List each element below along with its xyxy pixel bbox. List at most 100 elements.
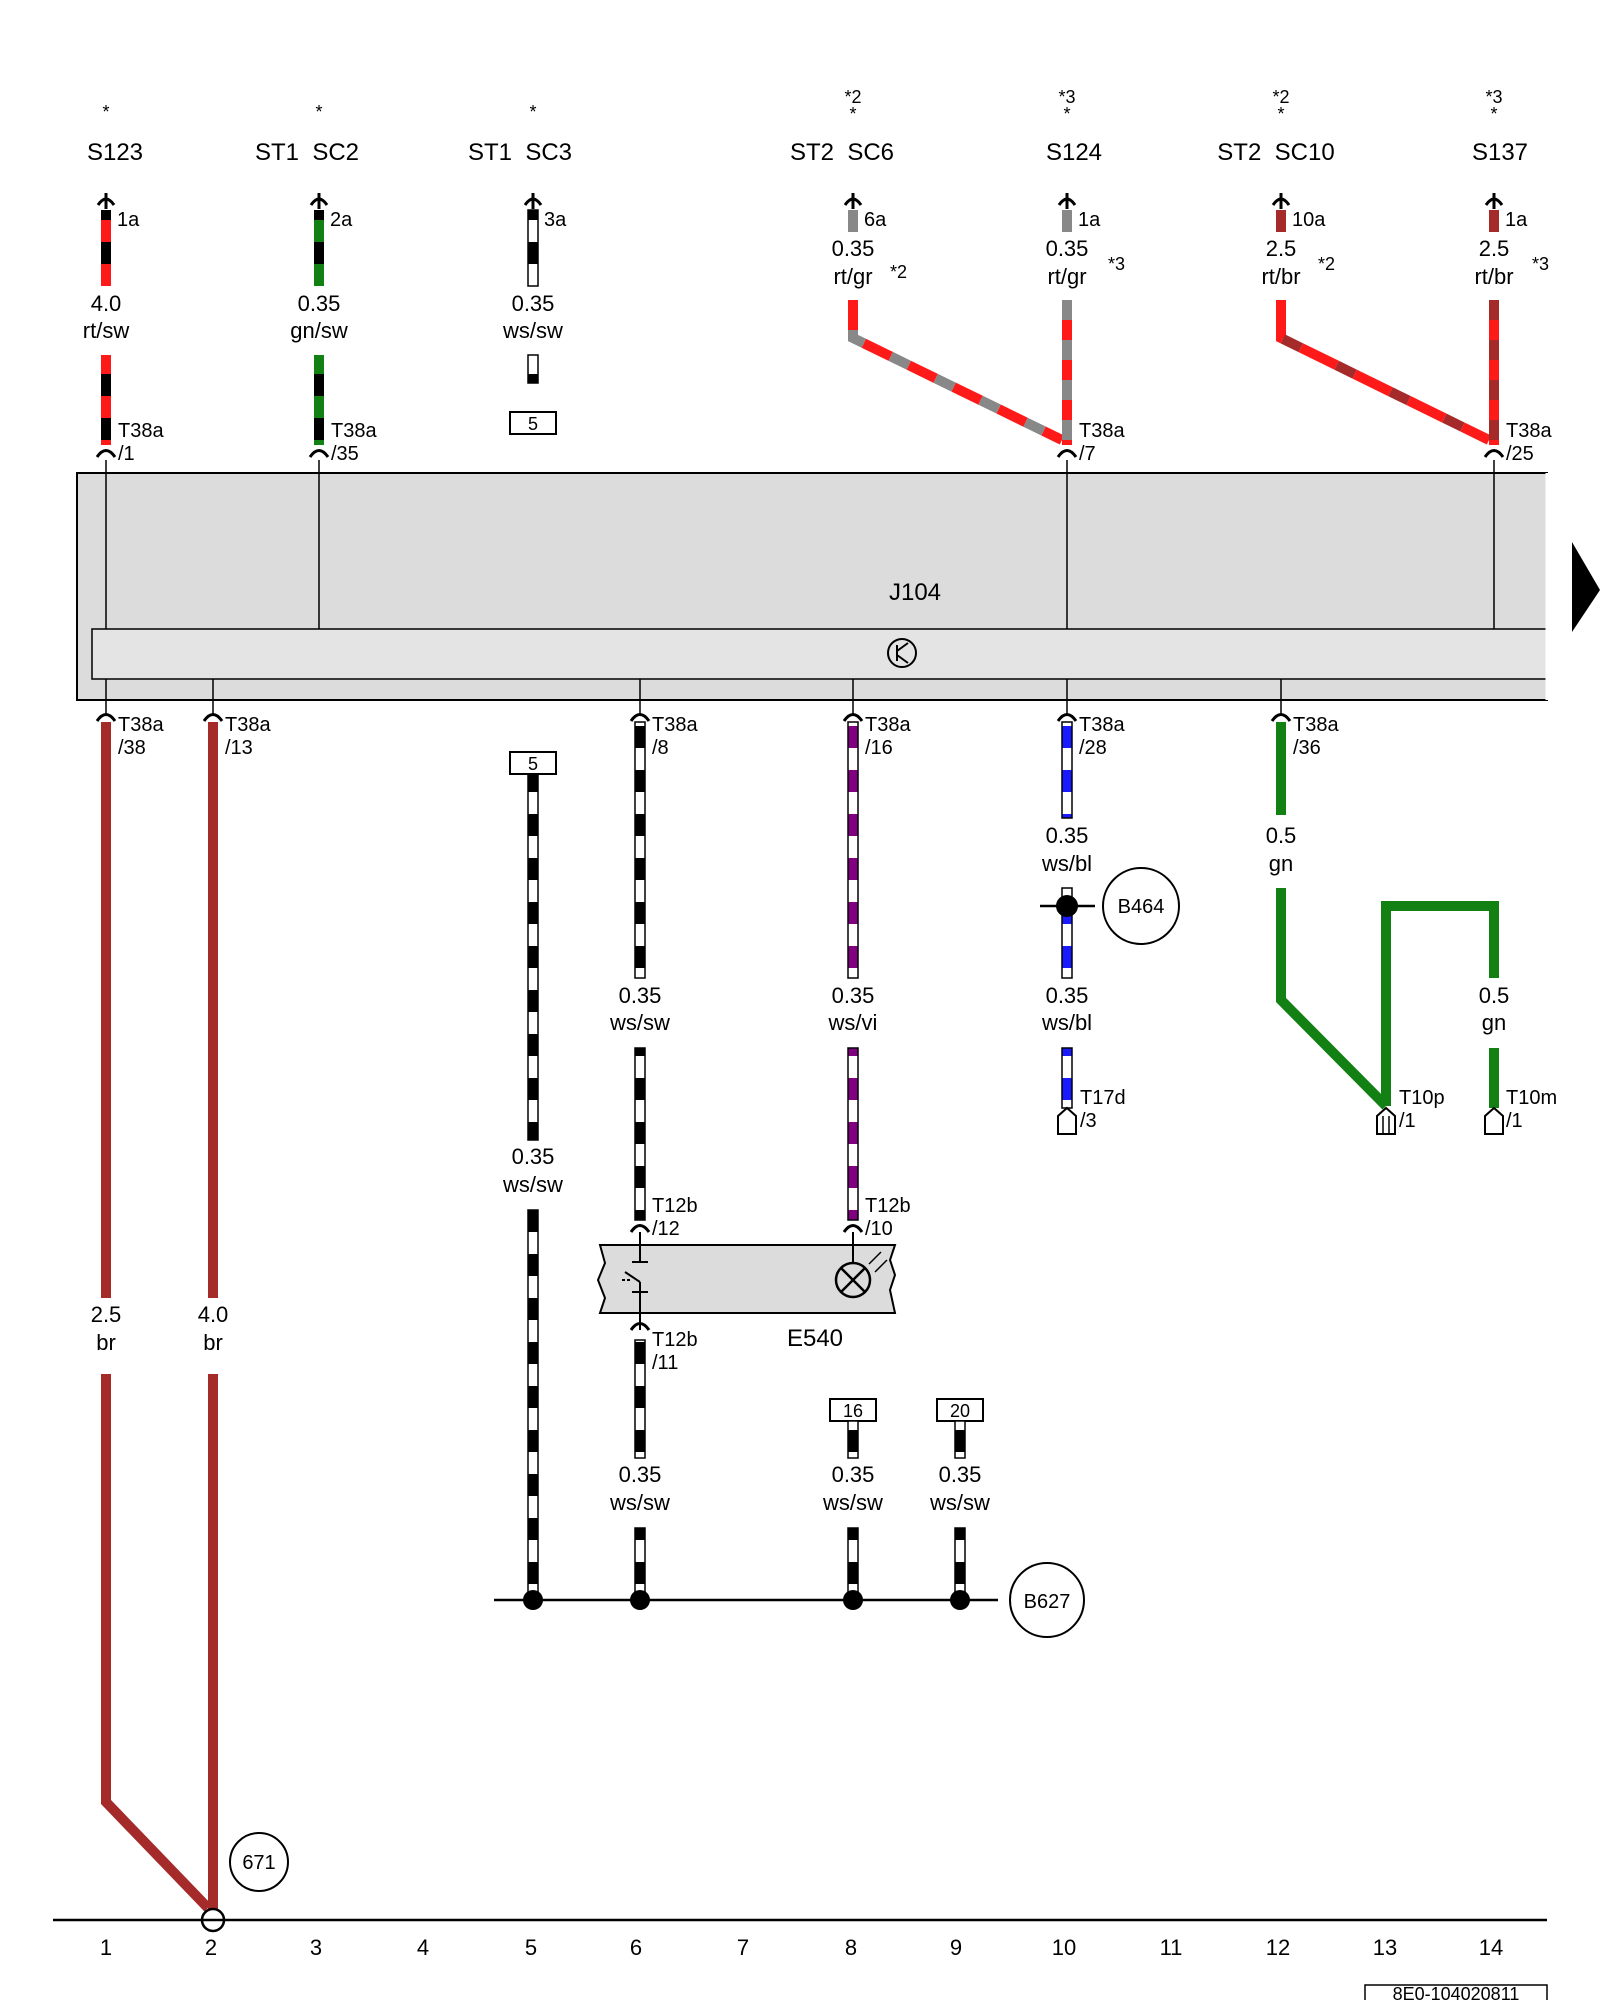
fuse-id: ST1 SC2 (255, 139, 359, 166)
wire-color: ws/sw (822, 1490, 883, 1515)
fuse-pin: 10a (1292, 209, 1326, 231)
connector-icon (308, 449, 330, 458)
wire-color: rt/br (1474, 264, 1513, 289)
ws-vi-column-8: 0.35 ws/vi (828, 721, 877, 1221)
wire-size: 0.35 (1046, 823, 1089, 848)
wire-gn (1276, 888, 1390, 1110)
connector-label: T38a (1293, 714, 1339, 736)
connector-pin: /11 (652, 1352, 678, 1374)
track-number: 2 (205, 1935, 217, 1960)
fuse-pin: 2a (330, 209, 353, 231)
connector-label: T38a (1079, 420, 1125, 442)
track-number: 6 (630, 1935, 642, 1960)
switch-label: E540 (787, 1325, 843, 1352)
connector-icon (842, 713, 864, 722)
wire-color: gn/sw (290, 318, 348, 343)
wire-size: 0.35 (832, 1462, 875, 1487)
connector-label: T10p (1399, 1087, 1445, 1109)
fuse-id: S124 (1046, 139, 1102, 166)
connector-icon (842, 1224, 864, 1233)
connector-pin: /38 (118, 737, 146, 759)
fuse-holder-icon (523, 193, 543, 209)
wire-gn (1381, 901, 1499, 1106)
connector-pin: /7 (1079, 443, 1096, 465)
ref-box (509, 411, 557, 435)
wire-gn-sw (314, 355, 324, 445)
wire-br-38 (101, 722, 212, 1912)
connector-icon (95, 449, 117, 458)
wire-color: rt/gr (833, 264, 872, 289)
wire-rt-br-sc10 (1276, 300, 1492, 445)
fuse-id: ST2 SC10 (1217, 139, 1334, 166)
connector-label: T38a (331, 420, 377, 442)
fuse-labels: * S123 * ST1 SC2 * ST1 SC3 *2 * ST2 SC6 … (87, 87, 1528, 166)
fuse-mark-top: *3 (1058, 87, 1075, 107)
switch-body (596, 1244, 897, 1314)
connector-icon (629, 1322, 651, 1331)
track-number: 12 (1266, 1935, 1290, 1960)
bottom-connectors: T38a /38 T38a /13 T38a /8 T38a /16 T38a … (95, 713, 1339, 759)
ground-ref-label: 671 (242, 1852, 275, 1874)
wire-ws-sw (634, 721, 646, 979)
wire-size: 2.5 (1479, 236, 1510, 261)
track-number: 1 (100, 1935, 112, 1960)
bus-node (843, 1590, 863, 1610)
splice-ref-circle (1102, 867, 1180, 945)
fuse-mark: * (1063, 104, 1070, 124)
wire-size: 2.5 (91, 1302, 122, 1327)
wire-size: 0.35 (512, 291, 555, 316)
connector-label: T38a (1079, 714, 1125, 736)
fuse-holder-icon (1271, 193, 1291, 209)
plug-icon (1057, 1106, 1077, 1135)
wire-size: 0.5 (1266, 823, 1297, 848)
connector-pin: /1 (1506, 1110, 1523, 1132)
wire-color: gn (1269, 851, 1293, 876)
wire-color: rt/br (1261, 264, 1300, 289)
fuse-id: ST2 SC6 (790, 139, 894, 166)
wire-ws-sw (634, 1047, 646, 1221)
wire-ws-sw (634, 1339, 646, 1459)
module-label: J104 (889, 579, 941, 606)
wire-note: *3 (1108, 254, 1125, 274)
top-wire-labels: 4.0 rt/sw 0.35 gn/sw 0.35 ws/sw 0.35 rt/… (83, 236, 1549, 343)
ground-bus-b627: B627 (494, 1562, 1085, 1638)
ref-label: 16 (843, 1401, 863, 1421)
transistor-icon (887, 638, 917, 668)
connector-pin: /12 (652, 1218, 680, 1240)
wire-rt-br-s137 (1489, 300, 1499, 445)
continue-arrow-icon (1572, 542, 1600, 632)
bus-node (630, 1590, 650, 1610)
fuse-id: ST1 SC3 (468, 139, 572, 166)
brown-wires: 2.5 br 4.0 br (84, 722, 235, 1912)
wire-size: 4.0 (91, 291, 122, 316)
fuse-holder-icon (96, 193, 116, 209)
connector-label: T38a (118, 714, 164, 736)
track-number: 7 (737, 1935, 749, 1960)
wire-ws-sw (847, 1527, 859, 1601)
wire-ws-sw (527, 1209, 539, 1601)
bus-node (950, 1590, 970, 1610)
connector-label: T38a (225, 714, 271, 736)
control-module-j104: J104 (76, 460, 1549, 715)
plug-icon (1484, 1106, 1504, 1135)
wire-rt-br-sc10-alt (1276, 300, 1492, 445)
wire-segment (1276, 210, 1286, 232)
connector-icon (1056, 713, 1078, 722)
wire-color: ws/sw (609, 1010, 670, 1035)
connector-icon (629, 713, 651, 722)
wire-rt-gr-sc6-alt (848, 300, 1065, 445)
connector-label: T10m (1506, 1087, 1557, 1109)
ws-bl-column-10: 0.35 ws/bl B464 0.35 ws/bl T17d /3 (1040, 721, 1180, 1135)
fuse-holder-icon (843, 193, 863, 209)
wire-segment (314, 210, 324, 286)
wire-rt-sw (101, 355, 111, 445)
fuse-holder-icon (1057, 193, 1077, 209)
fuse-pin: 6a (864, 209, 887, 231)
wire-color: ws/sw (502, 318, 563, 343)
wire-ws-bl (1061, 887, 1073, 979)
wire-segment (1062, 210, 1072, 232)
wire-size: 0.35 (619, 1462, 662, 1487)
wire-size: 0.5 (1479, 983, 1510, 1008)
fuse-mark: * (1277, 104, 1284, 124)
wire-color: ws/bl (1041, 1010, 1092, 1035)
